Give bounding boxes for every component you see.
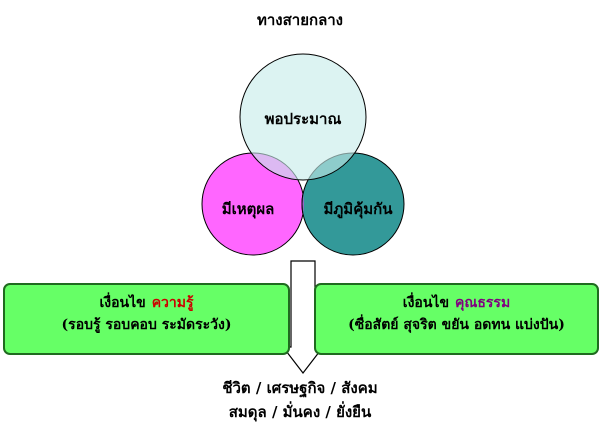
condition-knowledge-box: เงื่อนไข ความรู้ (รอบรู้ รอบคอบ ระมัดระวั… bbox=[3, 283, 290, 355]
circle-overlap-left-right bbox=[301, 153, 304, 255]
condition-knowledge-accent: ความรู้ bbox=[151, 295, 194, 311]
condition-morality-detail: (ซื่อสัตย์ สุจริต ขยัน อดทน แบ่งปัน) bbox=[348, 317, 565, 333]
circle-top-label: พอประมาณ bbox=[265, 110, 342, 128]
condition-knowledge-detail: (รอบรู้ รอบคอบ ระมัดระวัง) bbox=[61, 317, 232, 333]
condition-morality-box: เงื่อนไข คุณธรรม (ซื่อสัตย์ สุจริต ขยัน อ… bbox=[314, 283, 599, 355]
outcome-line-2: สมดุล / มั่นคง / ยั่งยืน bbox=[228, 403, 372, 421]
circle-top bbox=[239, 53, 367, 181]
condition-morality-accent: คุณธรรม bbox=[455, 295, 511, 311]
circle-right-label: มีภูมิคุ้มกัน bbox=[324, 200, 394, 219]
condition-knowledge-prefix: เงื่อนไข bbox=[99, 295, 146, 311]
outcome-line-1: ชีวิต / เศรษฐกิจ / สังคม bbox=[222, 379, 378, 397]
condition-morality-prefix: เงื่อนไข bbox=[402, 295, 450, 311]
diagram-title: ทางสายกลาง bbox=[256, 11, 344, 29]
circle-left-label: มีเหตุผล bbox=[222, 200, 275, 219]
